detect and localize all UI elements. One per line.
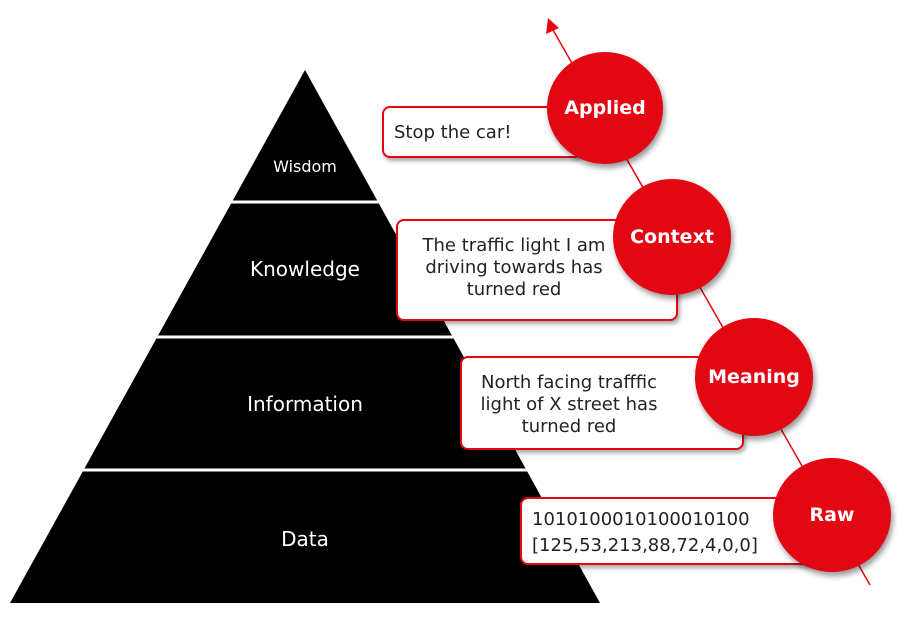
- example-box-meaning: North facing trafffic light of X street …: [460, 356, 744, 450]
- stage-circle-applied: Applied: [547, 52, 663, 164]
- example-box-context: The traffic light I am driving towards h…: [396, 219, 678, 321]
- tier-label-information: Information: [247, 392, 363, 416]
- tier-label-data: Data: [281, 527, 329, 551]
- stage-circle-meaning: Meaning: [695, 318, 813, 436]
- stage-circle-raw: Raw: [773, 458, 891, 572]
- example-text-meaning: North facing trafffic light of X street …: [480, 372, 658, 437]
- example-box-applied: Stop the car!: [382, 106, 582, 158]
- arrow-head: [546, 18, 559, 34]
- example-box-raw: 1010100010100010100 [125,53,213,88,72,4,…: [520, 497, 820, 565]
- example-text-raw-line-2: [125,53,213,88,72,4,0,0]: [532, 535, 758, 556]
- tier-label-wisdom: Wisdom: [273, 157, 337, 176]
- example-text-context: The traffic light I am driving towards h…: [422, 235, 606, 300]
- example-text-applied: Stop the car!: [394, 122, 512, 143]
- example-text-raw-line-1: 1010100010100010100: [532, 509, 750, 530]
- stage-circle-context: Context: [613, 179, 731, 295]
- tier-label-knowledge: Knowledge: [250, 257, 360, 281]
